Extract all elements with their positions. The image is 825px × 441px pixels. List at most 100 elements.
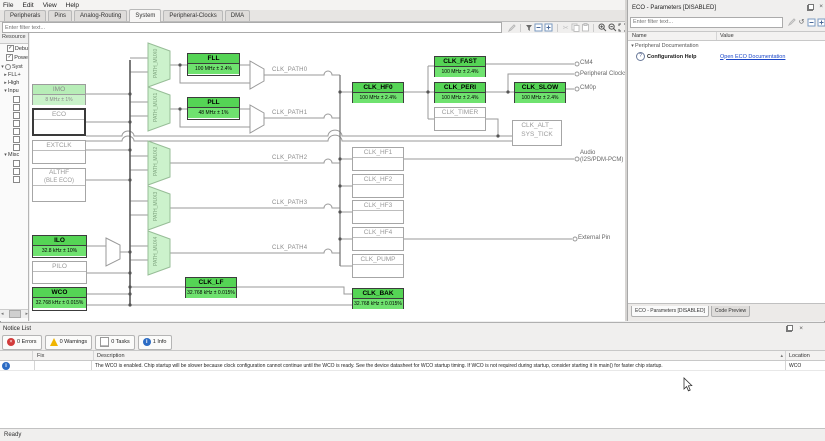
close-panel-icon[interactable]: × xyxy=(819,3,823,10)
clk-bak-block[interactable]: CLK_BAK 32.768 kHz ± 0.015% xyxy=(352,288,404,309)
tab-dma[interactable]: DMA xyxy=(224,10,251,21)
collapse-arrow-icon[interactable]: ▾ xyxy=(1,63,4,70)
resource-item-fll[interactable]: ▸FLL+ xyxy=(4,72,21,78)
ilo-block[interactable]: ILO 32.8 kHz ± 10% xyxy=(32,235,87,258)
tab-eco-parameters[interactable]: ECO - Parameters [DISABLED] xyxy=(631,306,710,317)
sort-ascending-icon[interactable]: ▴ xyxy=(780,352,783,359)
param-row-peripheral-documentation[interactable]: ▾ Peripheral Documentation xyxy=(631,43,699,49)
clk-path2-label: CLK_PATH2 xyxy=(272,155,308,161)
float-panel-icon[interactable] xyxy=(786,325,793,332)
collapse-arrow-icon[interactable]: ▾ xyxy=(4,88,7,94)
description-column-header[interactable]: Description▴ xyxy=(97,352,783,359)
tab-pins[interactable]: Pins xyxy=(48,10,73,21)
checkbox-checked[interactable]: ✓ xyxy=(6,54,14,61)
tab-analog-routing[interactable]: Analog-Routing xyxy=(74,10,128,21)
path-mux0[interactable]: PATH_MUX0 xyxy=(147,42,171,88)
tasks-filter-button[interactable]: 0 Tasks xyxy=(95,334,135,350)
resource-item-misc[interactable]: ▾Misc xyxy=(4,152,20,158)
menu-help[interactable]: Help xyxy=(65,1,80,9)
name-column-header[interactable]: Name xyxy=(632,33,647,39)
path-mux1[interactable]: PATH_MUX1 xyxy=(147,86,171,132)
expand-all-icon[interactable] xyxy=(544,23,554,33)
collapse-all-icon[interactable] xyxy=(534,23,544,33)
zoom-in-icon[interactable] xyxy=(597,23,607,33)
resource-h-scrollbar[interactable]: ◂▸ xyxy=(0,309,28,318)
pll-block[interactable]: PLL 48 MHz ± 1% xyxy=(187,97,240,120)
resource-item-input[interactable]: ▾Inpu xyxy=(4,88,19,94)
resource-item-high[interactable]: ▸High xyxy=(4,80,20,86)
resource-sub-item[interactable] xyxy=(0,95,28,103)
imo-block[interactable]: IMO 8 MHz ± 1% xyxy=(32,84,86,105)
menu-edit[interactable]: Edit xyxy=(22,1,34,9)
clk-hf2-block[interactable]: CLK_HF2 xyxy=(352,174,404,198)
fix-column-header[interactable]: Fix xyxy=(37,352,45,359)
resource-sub-item[interactable] xyxy=(0,175,28,183)
warnings-filter-button[interactable]: 0 Warnings xyxy=(44,334,93,350)
menu-view[interactable]: View xyxy=(42,1,57,9)
collapse-arrow-icon[interactable]: ▾ xyxy=(631,43,634,49)
close-panel-icon[interactable]: × xyxy=(799,325,803,332)
resource-sub-item[interactable] xyxy=(0,143,28,151)
resource-sub-item[interactable] xyxy=(0,167,28,175)
extclk-block[interactable]: EXTCLK xyxy=(32,140,86,164)
parameters-filter-input[interactable] xyxy=(630,16,783,28)
filter-input[interactable] xyxy=(2,22,503,33)
tab-code-preview[interactable]: Code Preview xyxy=(711,306,751,317)
tab-system[interactable]: System xyxy=(129,9,162,22)
expand-all-icon[interactable] xyxy=(816,17,825,27)
location-column-header[interactable]: Location xyxy=(789,352,810,359)
refresh-icon[interactable]: ↺ xyxy=(798,19,805,26)
param-row-configuration-help[interactable]: ? Configuration Help Open ECO Documentat… xyxy=(628,51,825,62)
resource-sub-item[interactable] xyxy=(0,119,28,127)
clk-alt-sys-tick-block[interactable]: CLK_ALT_ SYS_TICK xyxy=(512,120,562,146)
notice-row-wco[interactable]: i The WCO is enabled. Chip startup will … xyxy=(0,361,825,371)
clk-hf4-block[interactable]: CLK_HF4 xyxy=(352,227,404,251)
resource-item-debug[interactable]: ✓Debu xyxy=(6,45,28,52)
resource-sub-item[interactable] xyxy=(0,111,28,119)
path-mux3[interactable]: PATH_MUX3 xyxy=(147,185,171,231)
resource-sub-item[interactable] xyxy=(0,127,28,135)
resource-item-power[interactable]: ✓Powe xyxy=(6,54,28,61)
clk-lf-block[interactable]: CLK_LF 32.768 kHz ± 0.015% xyxy=(185,277,237,298)
path-mux2[interactable]: PATH_MUX2 xyxy=(147,140,171,186)
value-column-header[interactable]: Value xyxy=(720,33,734,39)
pll-bypass-mux[interactable] xyxy=(249,104,265,134)
collapse-all-icon[interactable] xyxy=(806,17,816,27)
resource-sub-item[interactable] xyxy=(0,159,28,167)
expand-arrow-icon[interactable]: ▸ xyxy=(4,80,7,86)
clk-fast-block[interactable]: CLK_FAST 100 MHz ± 2.4% xyxy=(434,56,486,77)
clock-diagram-canvas[interactable]: PATH_MUX0 PATH_MUX1 PATH_MUX2 PATH_MUX3 … xyxy=(30,33,625,321)
float-panel-icon[interactable] xyxy=(807,4,814,11)
checkbox-checked[interactable]: ✓ xyxy=(6,45,14,52)
wco-block[interactable]: WCO 32.768 kHz ± 0.015% xyxy=(32,287,87,311)
expand-arrow-icon[interactable]: ▸ xyxy=(4,72,7,78)
menu-file[interactable]: File xyxy=(3,1,14,9)
open-eco-documentation-link[interactable]: Open ECO Documentation xyxy=(720,53,786,60)
resource-sub-item[interactable] xyxy=(0,135,28,143)
clk-timer-block[interactable]: CLK_TIMER xyxy=(434,107,486,131)
collapse-arrow-icon[interactable]: ▾ xyxy=(4,152,7,158)
zoom-out-icon[interactable] xyxy=(607,23,617,33)
clk-pump-block[interactable]: CLK_PUMP xyxy=(352,254,404,278)
clk-hf1-block[interactable]: CLK_HF1 xyxy=(352,147,404,171)
path-mux4[interactable]: PATH_MUX4 xyxy=(147,230,171,276)
fll-bypass-mux[interactable] xyxy=(249,60,265,90)
resource-item-system[interactable]: ▾Syst xyxy=(1,63,23,70)
ilo-mux[interactable] xyxy=(105,237,121,267)
vertical-splitter[interactable] xyxy=(625,0,627,321)
clk-hf0-block[interactable]: CLK_HF0 100 MHz ± 2.4% xyxy=(352,82,404,103)
pilo-block[interactable]: PILO xyxy=(32,261,87,284)
clk-peri-block[interactable]: CLK_PERI 100 MHz ± 2.4% xyxy=(434,82,486,103)
fll-block[interactable]: FLL 100 MHz ± 2.4% xyxy=(187,53,240,76)
clk-hf3-block[interactable]: CLK_HF3 xyxy=(352,200,404,224)
errors-filter-button[interactable]: ×0 Errors xyxy=(2,334,42,350)
tab-peripheral-clocks[interactable]: Peripheral-Clocks xyxy=(163,10,223,21)
tab-peripherals[interactable]: Peripherals xyxy=(4,10,47,21)
eco-block[interactable]: ECO xyxy=(32,108,86,136)
filter-icon[interactable] xyxy=(524,23,534,33)
resource-sub-item[interactable] xyxy=(0,103,28,111)
clk-slow-block[interactable]: CLK_SLOW 100 MHz ± 2.4% xyxy=(514,82,566,103)
edit-icon[interactable] xyxy=(507,23,517,33)
althf-block[interactable]: ALTHF (BLE ECO) xyxy=(32,168,86,202)
